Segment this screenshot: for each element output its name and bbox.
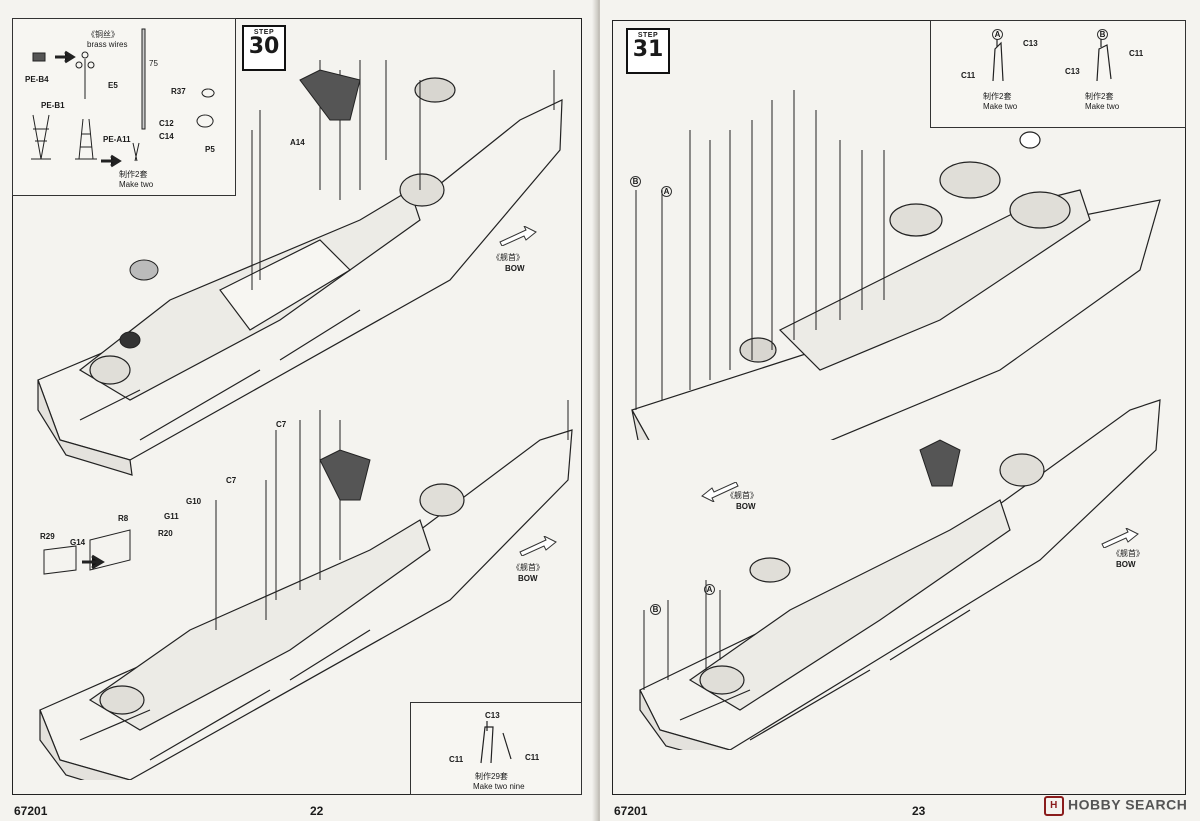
right-page: STEP 31 A C13 C11 制作2套 Make two B C11 C1… [600,0,1200,821]
part-label-c13: C13 [485,711,500,720]
page-number-left: 22 [310,804,324,818]
step-label: STEP [637,32,659,39]
part-label-g10: G10 [186,497,202,506]
part-label-c14: C14 [159,132,174,141]
railing-inset-box-ab: A C13 C11 制作2套 Make two B C11 C13 制作2套 M… [930,20,1186,128]
product-code-right: 67201 [614,804,648,818]
step-31-badge: STEP 31 [626,28,670,74]
bow-label-cn-upper-right: 《舰首》 [726,491,758,500]
marker-b: B [1097,29,1108,40]
bow-arrow-upper [499,226,537,246]
make-count-en: Make two [119,180,154,189]
part-label-pe-b4: PE-B4 [25,75,49,84]
railing-illustration [480,721,512,764]
part-label-c7-a: C7 [276,420,287,429]
upper-marker-a: A [661,186,672,197]
part-label-r20: R20 [158,529,173,538]
part-label-r8: R8 [118,514,129,523]
part-label-c13-a: C13 [1023,39,1038,48]
bow-label-en-upper-right: BOW [736,502,756,511]
part-label-g11: G11 [164,512,179,521]
lower-ship-illustration [39,400,573,780]
part-label-g14: G14 [70,538,86,547]
make-count-cn-b: 制作2套 [1085,92,1114,101]
bow-label-cn-upper: 《舰首》 [492,253,524,262]
part-label-r29: R29 [40,532,55,541]
step-30-badge: STEP 30 [242,25,286,71]
part-label-c11-b: C11 [1129,49,1144,58]
make-count-cn: 制作29套 [475,772,508,781]
part-label-pe-a11: PE-A11 [103,135,131,144]
step-number: 30 [248,34,280,59]
make-count-cn: 制作2套 [119,170,148,179]
make-count-en-b: Make two [1085,102,1120,111]
part-label-c11-left: C11 [449,755,464,764]
lower-marker-b: B [650,604,661,615]
railing-inset-box: C13 C11 C11 制作29套 Make two nine [410,702,582,795]
part-label-c7-b: C7 [226,476,237,485]
brass-wires-en: brass wires [87,40,128,49]
step-number: 31 [632,37,664,62]
right-page-frame [612,20,1186,795]
bow-arrow-lower-right [1101,528,1139,548]
hobby-search-logo-icon: H [1044,796,1064,816]
lower-marker-a: A [704,584,715,595]
upper-hull-ship-illustration [631,90,1161,440]
left-page: 《铜丝》 brass wires 75 PE-B4 E5 PE-B1 PE-A1… [0,0,596,821]
bow-label-en-lower: BOW [518,574,538,583]
make-count-en-a: Make two [983,102,1018,111]
railing-ab-illustration [992,39,1112,82]
part-label-c13-b: C13 [1065,67,1080,76]
upper-marker-b: B [630,176,641,187]
bow-arrow-lower [519,536,557,556]
part-label-pe-b1: PE-B1 [41,101,65,110]
part-label-p5: P5 [205,145,215,154]
bow-label-en-lower-right: BOW [1116,560,1136,569]
bow-label-cn-lower: 《舰首》 [512,563,544,572]
part-label-c11-a: C11 [961,71,976,80]
make-count-cn-a: 制作2套 [983,92,1012,101]
left-page-frame [12,18,582,795]
bow-label-cn-lower-right: 《舰首》 [1112,549,1144,558]
wire-length-label: 75 [149,59,158,68]
parts-inset-illustration [31,28,215,168]
brass-wires-cn: 《铜丝》 [87,30,119,39]
page-number-right: 23 [912,804,926,818]
make-count-en: Make two nine [473,782,525,791]
step-label: STEP [253,29,275,36]
parts-inset-box: 《铜丝》 brass wires 75 PE-B4 E5 PE-B1 PE-A1… [12,18,236,196]
watermark-text: HOBBY SEARCH [1068,796,1188,813]
part-label-r37: R37 [171,87,186,96]
upper-ship-illustration [37,60,563,476]
part-label-c12: C12 [159,119,174,128]
bow-arrow-upper-right [701,482,739,502]
product-code-left: 67201 [14,804,48,818]
part-label-e5: E5 [108,81,118,90]
lower-deck-ship-illustration [639,399,1161,750]
part-label-a14: A14 [290,138,305,147]
part-label-c11-right: C11 [525,753,540,762]
bow-label-en-upper: BOW [505,264,525,273]
